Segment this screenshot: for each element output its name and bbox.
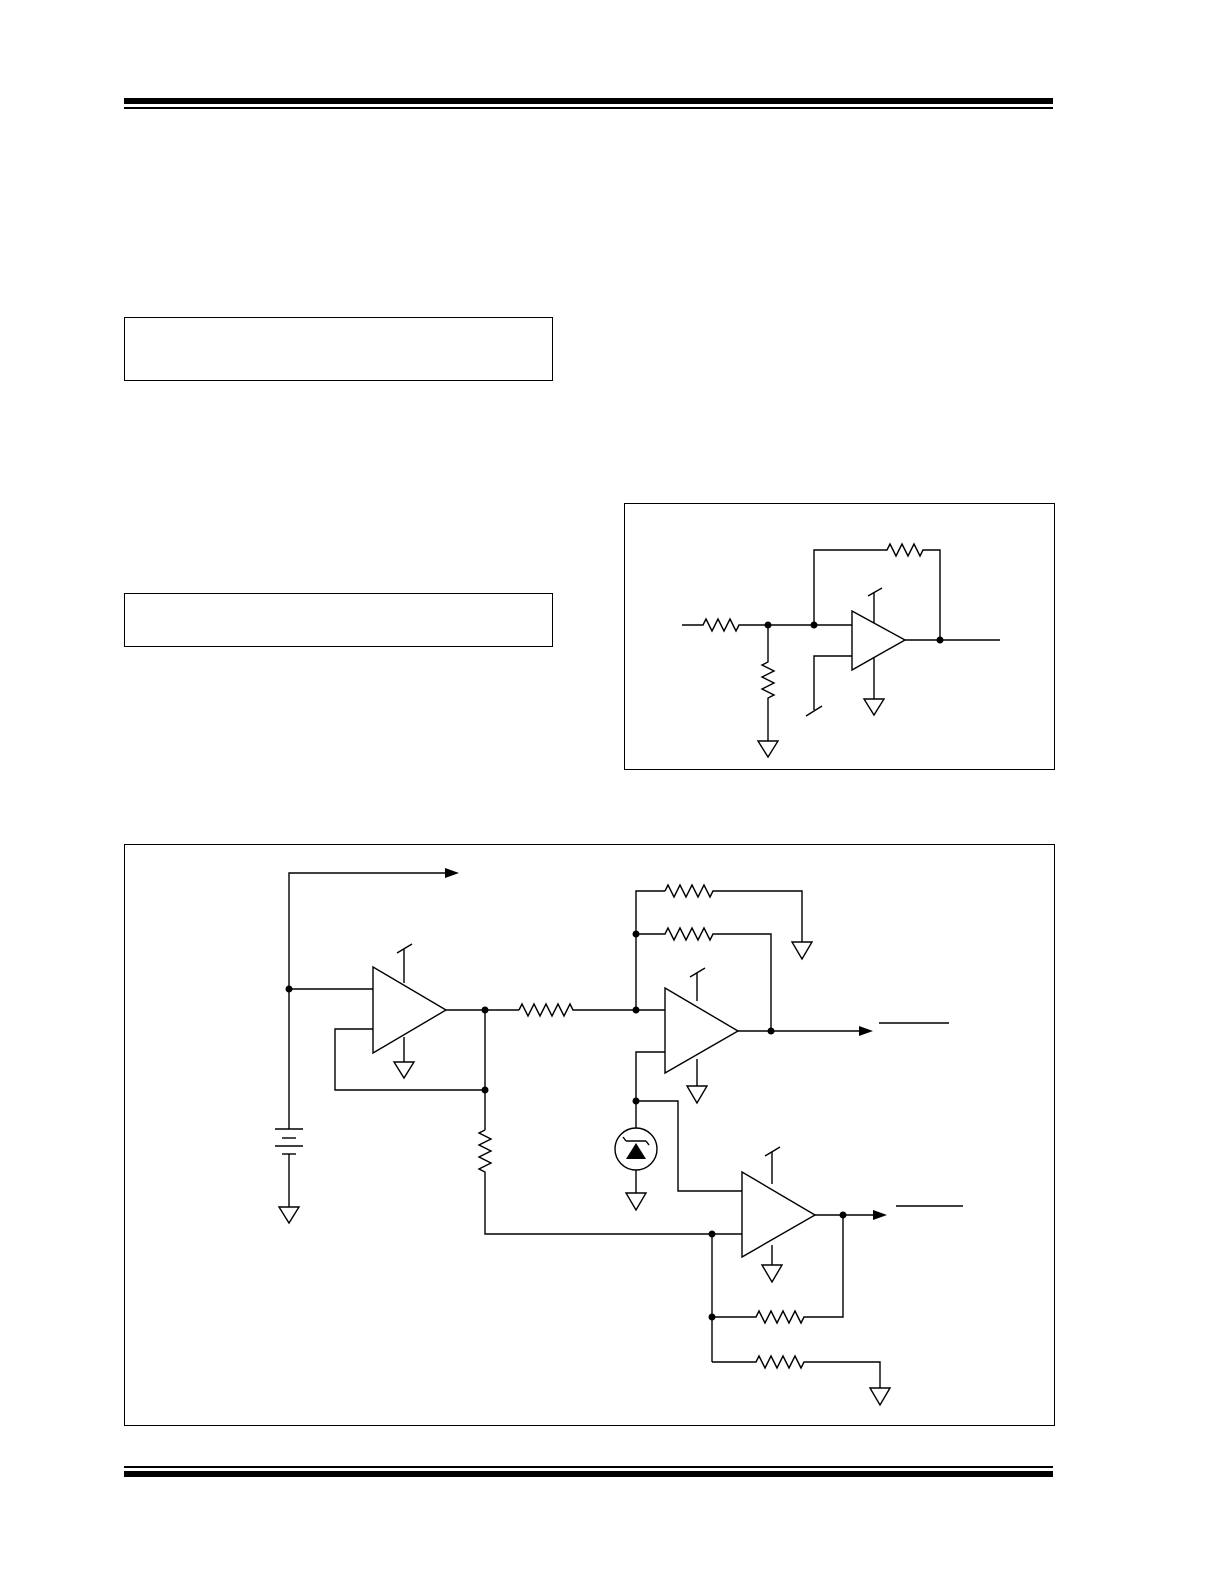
buffer-feedback-wire [334,1028,485,1091]
wire [635,1051,665,1101]
op-amp-icon [851,609,907,672]
supply-tick [867,587,883,597]
ground-icon [790,941,814,961]
junction-dot-icon [481,1086,489,1094]
ground-icon [756,740,780,759]
wire [635,890,665,1010]
opamp-amplifier-schematic [682,542,1000,759]
arrow-icon [859,1026,873,1036]
ground-icon [760,1264,784,1284]
arrow-icon [873,1210,887,1220]
arrow-icon [445,868,459,878]
ground-resistor-icon [712,1354,881,1388]
op-amp-icon [372,965,448,1055]
ground-icon [862,698,886,717]
reference-circuit-schematic [275,868,963,1407]
battery-icon [275,1128,303,1207]
ground-icon [868,1387,892,1407]
supply-tick [396,943,413,954]
supply-tick [805,705,823,717]
feedback-resistor-icon [636,926,772,1032]
equation-box-2 [124,593,553,647]
footer-rule-thick [124,1471,1053,1477]
non-inverting-input-wire [813,655,852,710]
wire [636,1100,742,1192]
equation-box-1 [124,317,553,381]
series-resistor-icon [518,1002,636,1018]
header-rule-thin [124,107,1053,109]
feedback-resistor-icon [712,1215,844,1325]
feedback-resistor-icon [813,542,941,640]
shunt-resistor-icon [760,625,776,741]
junction-dot-icon [767,1027,775,1035]
ground-icon [685,1085,709,1105]
supply-tick [689,967,706,978]
junction-dot-icon [936,636,944,644]
footer-rule-thin [124,1466,1053,1468]
figure-reference-circuit [124,844,1055,1426]
figure-opamp-amplifier [624,503,1055,770]
feedback-resistor-icon [664,883,803,931]
ground-icon [277,1206,301,1225]
op-amp-icon [664,986,740,1075]
op-amp-icon [741,1170,817,1259]
ground-icon [624,1192,648,1212]
ground-icon [392,1061,416,1080]
left-rail-wire [288,872,445,1129]
reference-diode-icon [614,1127,658,1171]
divider-resistor-icon [477,1129,712,1235]
header-rule-thick [124,98,1053,104]
supply-tick [764,1146,781,1157]
input-resistor-icon [682,617,768,633]
